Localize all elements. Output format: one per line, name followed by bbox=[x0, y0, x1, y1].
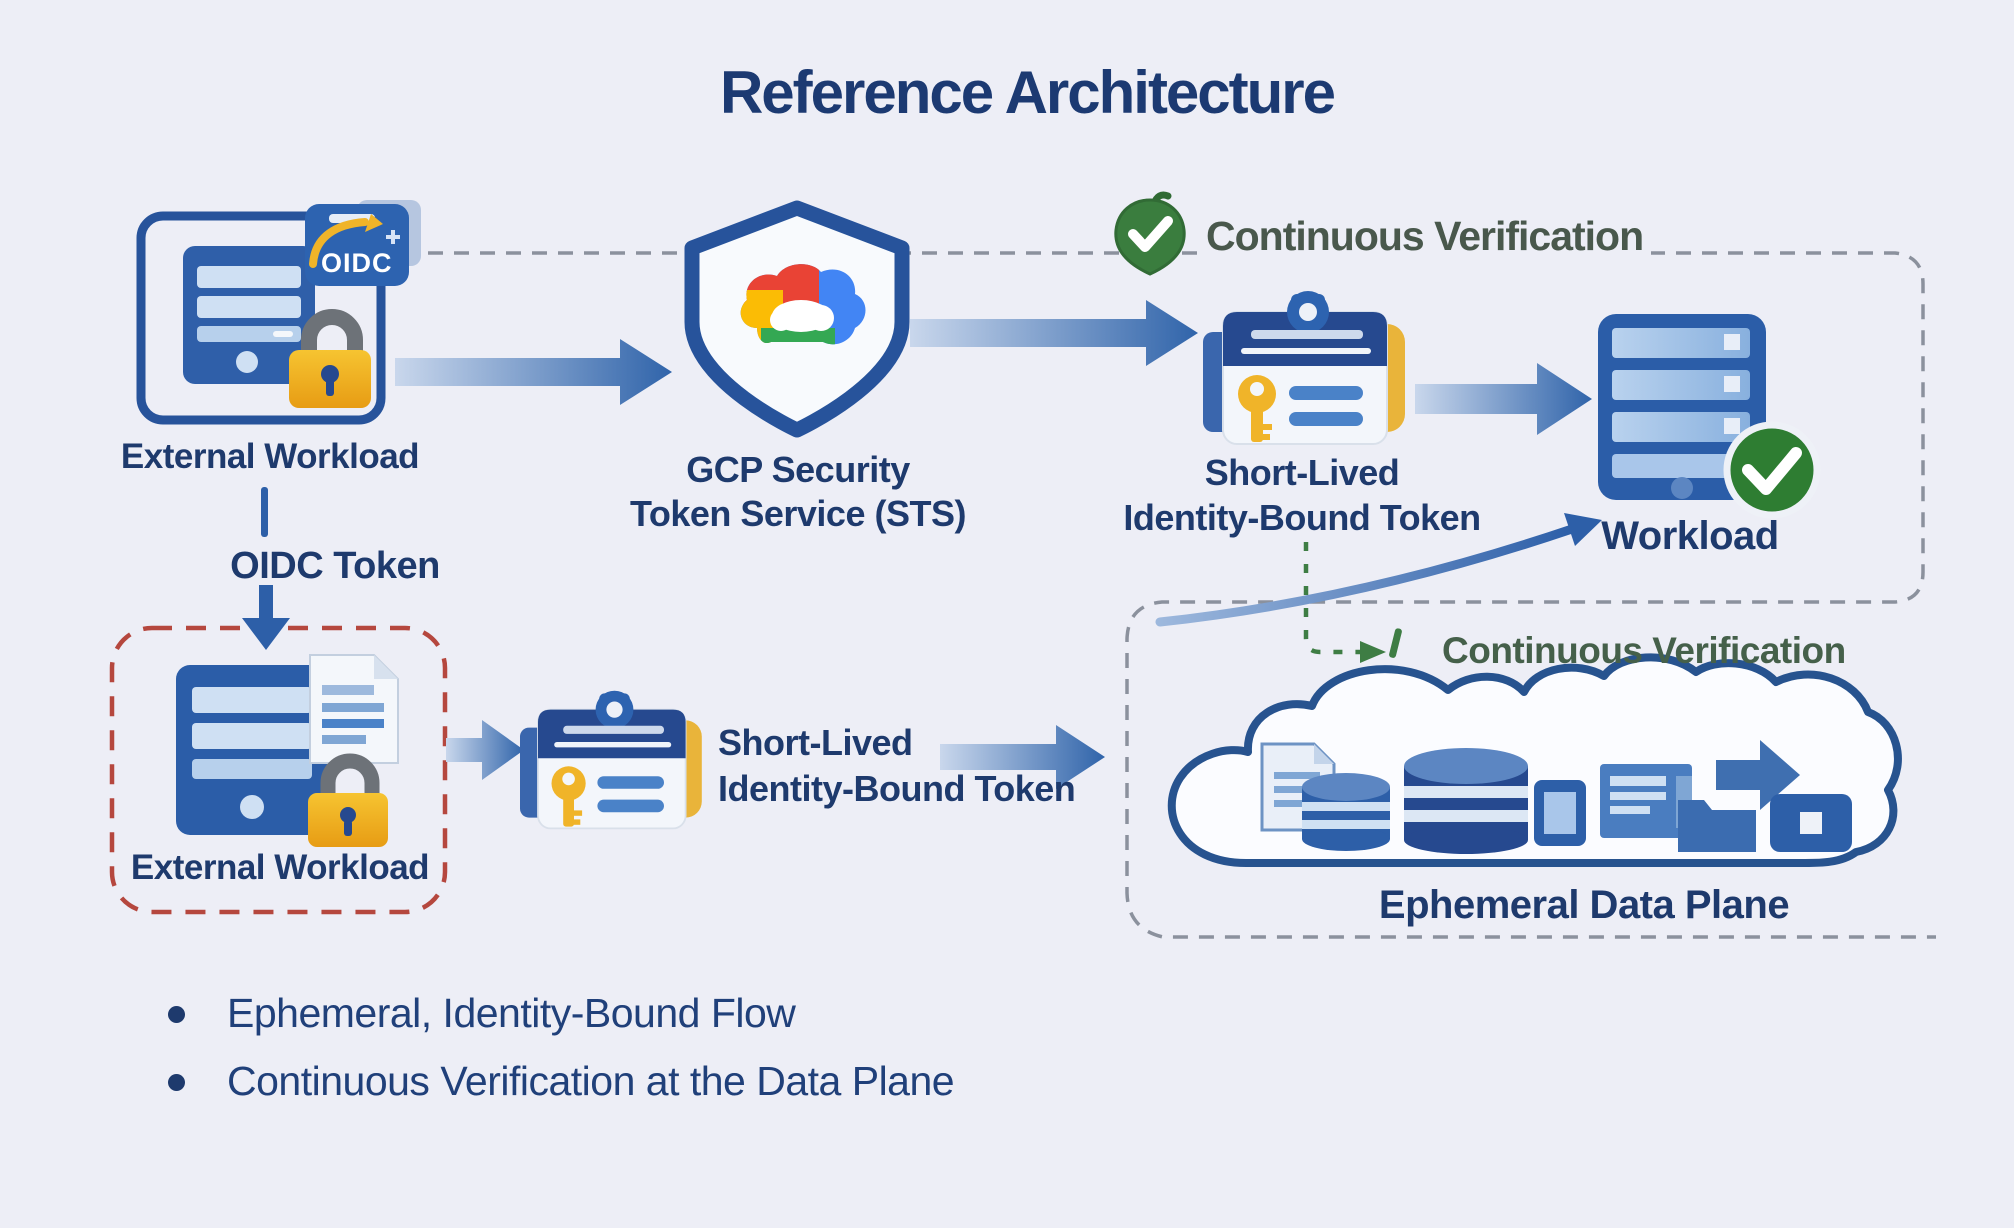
server-icon bbox=[183, 246, 315, 384]
sts-label: GCP Security Token Service (STS) bbox=[608, 448, 988, 536]
database-small-icon bbox=[1302, 773, 1390, 851]
external-workload-top-icon: OIDC bbox=[136, 200, 421, 425]
data-plane-resource-icons bbox=[1260, 740, 1852, 854]
external-workload-red-dashed-box bbox=[109, 625, 448, 915]
arrow-token-to-workload-icon bbox=[1415, 363, 1592, 435]
token-bottom-label-line1: Short-Lived bbox=[718, 722, 913, 763]
document-icon bbox=[309, 654, 399, 764]
verified-badge-icon bbox=[1114, 191, 1186, 276]
oidc-badge-icon: OIDC bbox=[305, 200, 421, 286]
identity-token-top-icon bbox=[1202, 290, 1406, 445]
ephemeral-data-plane-label: Ephemeral Data Plane bbox=[1378, 883, 1790, 927]
continuous-verification-bottom-label: Continuous Verification bbox=[1442, 630, 1846, 671]
arrow-externalworkload-to-sts-icon bbox=[395, 339, 672, 405]
workload-server-icon bbox=[1598, 314, 1821, 519]
flow-arrows bbox=[395, 300, 1592, 789]
lock-icon bbox=[289, 309, 371, 408]
arrow-sts-to-token-icon bbox=[910, 300, 1198, 366]
server-icon bbox=[176, 665, 328, 835]
share-arrow-icon bbox=[1716, 740, 1800, 810]
arrow-token2-to-dataplane-icon bbox=[940, 725, 1105, 789]
oidc-token-edge bbox=[242, 487, 290, 650]
arrow-down-oidc-icon bbox=[242, 585, 290, 650]
continuous-verification-connector bbox=[1303, 542, 1402, 663]
external-workload-bottom-label: External Workload bbox=[130, 848, 430, 887]
external-workload-bottom-icon bbox=[176, 654, 399, 847]
folder-icon bbox=[1678, 800, 1756, 852]
oidc-token-edge-label: OIDC Token bbox=[230, 545, 440, 587]
bullet-dot-icon bbox=[168, 1006, 185, 1023]
sts-label-line1: GCP Security bbox=[686, 449, 910, 490]
lock-icon bbox=[308, 753, 388, 847]
google-cloud-logo-icon bbox=[740, 264, 866, 345]
bullet-text: Continuous Verification at the Data Plan… bbox=[227, 1058, 955, 1104]
database-large-icon bbox=[1404, 748, 1528, 854]
external-workload-top-label: External Workload bbox=[120, 437, 420, 476]
token-top-label-line1: Short-Lived bbox=[1204, 452, 1400, 493]
green-arrowhead-icon bbox=[1360, 641, 1386, 663]
workload-label: Workload bbox=[1601, 514, 1779, 558]
oidc-badge-label: OIDC bbox=[321, 248, 393, 278]
sts-label-line2: Token Service (STS) bbox=[630, 493, 966, 534]
arrow-externalworkload2-to-token2-icon bbox=[446, 720, 524, 780]
sparkle-icon bbox=[386, 230, 400, 244]
identity-token-bottom-icon bbox=[519, 689, 703, 830]
bullet-item: Ephemeral, Identity-Bound Flow bbox=[168, 990, 796, 1037]
swoosh-arrow-to-workload-icon bbox=[1155, 513, 1602, 627]
continuous-verification-top-label: Continuous Verification bbox=[1198, 213, 1652, 260]
device-icon bbox=[1770, 794, 1852, 852]
gcp-sts-shield-icon bbox=[684, 200, 910, 438]
check-circle-icon bbox=[1723, 421, 1821, 519]
green-tick-icon bbox=[1389, 628, 1402, 658]
bullet-item: Continuous Verification at the Data Plan… bbox=[168, 1058, 955, 1105]
token-top-label-line2: Identity-Bound Token bbox=[1123, 497, 1481, 538]
data-plane-cloud-icon bbox=[1167, 653, 1902, 868]
bullet-dot-icon bbox=[168, 1074, 185, 1091]
page-title: Reference Architecture bbox=[719, 59, 1336, 126]
token-top-label: Short-Lived Identity-Bound Token bbox=[1112, 450, 1492, 540]
verification-zone-dashed-boundary bbox=[402, 251, 1936, 939]
token-bottom-label-line2: Identity-Bound Token bbox=[718, 768, 1076, 809]
token-bottom-label: Short-Lived Identity-Bound Token bbox=[718, 720, 1076, 812]
tablet-icon bbox=[1534, 780, 1586, 846]
bullet-text: Ephemeral, Identity-Bound Flow bbox=[227, 990, 796, 1036]
